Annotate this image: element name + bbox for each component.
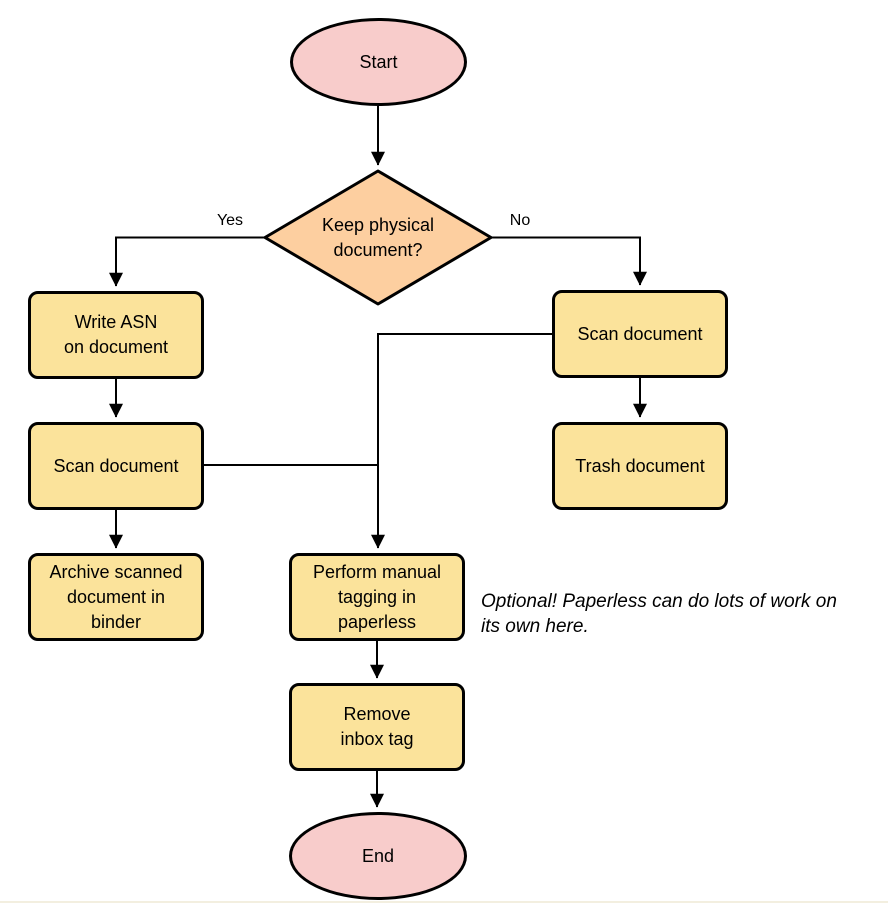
trash-document-label: Trash document	[575, 455, 705, 476]
scan-document-left-label: Scan document	[53, 455, 179, 476]
start-node: Start	[290, 18, 467, 106]
no-edge-label: No	[509, 212, 531, 229]
edge-decision-no	[491, 236, 647, 286]
decision-diamond-shape	[263, 169, 493, 306]
optional-note: Optional! Paperless can do lots of work …	[481, 591, 837, 637]
page-bottom-divider	[0, 901, 888, 903]
scan-document-right-label: Scan document	[577, 323, 703, 344]
decision-node-label: Keep physical document?	[321, 214, 435, 260]
start-node-label: Start	[359, 51, 398, 72]
trash-document-node: Trash document	[552, 422, 728, 510]
edge-decision-yes	[109, 236, 265, 287]
archive-node: Archive scanned document in binder	[28, 553, 204, 641]
remove-inbox-tag-label: Remove inbox tag	[340, 704, 414, 749]
remove-inbox-tag-node: Remove inbox tag	[289, 683, 465, 771]
edge-scanright-to-tagging	[371, 333, 552, 549]
yes-edge-label: Yes	[216, 212, 244, 229]
archive-node-label: Archive scanned document in binder	[49, 561, 183, 632]
scan-document-left-node: Scan document	[28, 422, 204, 510]
write-asn-node-label: Write ASN on document	[63, 312, 169, 357]
tagging-node-label: Perform manual tagging in paperless	[312, 561, 442, 632]
write-asn-node: Write ASN on document	[28, 291, 204, 379]
end-node: End	[289, 812, 467, 900]
tagging-node: Perform manual tagging in paperless	[289, 553, 465, 641]
end-node-label: End	[361, 845, 395, 866]
decision-node: Keep physical document?	[275, 180, 481, 295]
scan-document-right-node: Scan document	[552, 290, 728, 378]
